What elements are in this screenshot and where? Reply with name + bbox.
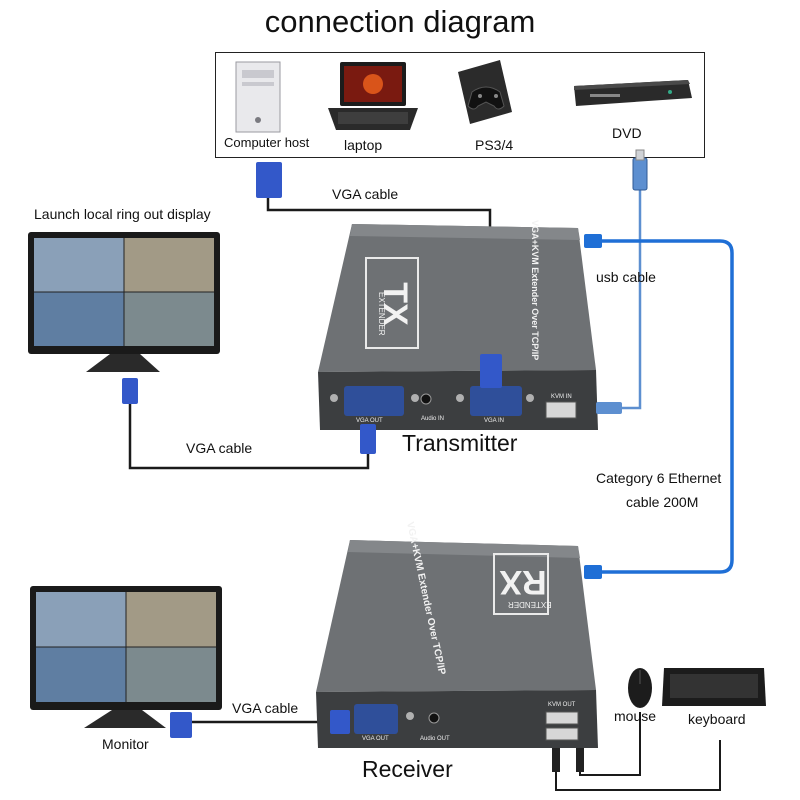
label-usb-cable: usb cable (596, 269, 656, 285)
keyboard-icon (662, 668, 766, 706)
computer-host-icon (235, 61, 281, 133)
usb-plug-icon (596, 402, 622, 414)
gamepad-icon (458, 60, 512, 124)
mouse-icon (628, 668, 652, 708)
receiver-monitor-icon (30, 586, 222, 728)
usb-plug-icon (632, 157, 648, 191)
vga-connector-icon (480, 354, 502, 388)
label-dvd: DVD (612, 125, 642, 141)
rx-port-audio-out: Audio OUT (420, 736, 450, 742)
laptop-icon (328, 62, 418, 130)
rx-port-vga-out: VGA OUT (362, 736, 389, 742)
page-title: connection diagram (264, 4, 536, 39)
vga-connector-icon (170, 712, 192, 738)
dvd-player-icon (574, 80, 692, 106)
label-vga-cable-receiver: VGA cable (232, 700, 299, 716)
label-laptop: laptop (344, 137, 383, 153)
source-devices-frame (215, 52, 705, 158)
label-mouse: mouse (614, 708, 657, 724)
ethernet-cable (600, 239, 734, 574)
usb-cable-keyboard (555, 740, 721, 791)
usb-plug-icon (576, 748, 584, 772)
label-transmitter: Transmitter (402, 430, 518, 456)
tx-port-vga-out: VGA OUT (356, 418, 383, 424)
tx-port-vga-in: VGA IN (484, 418, 505, 424)
tx-side-text: VGA+KVM Extender Over TCP/IP (530, 220, 540, 361)
usb-cable-mouse (579, 712, 641, 776)
label-computer-host: Computer host (224, 135, 310, 150)
rx-badge-sub: EXTENDER (508, 600, 552, 609)
label-ethernet-line1: Category 6 Ethernet (596, 470, 722, 486)
transmitter-device (318, 224, 598, 430)
rx-port-kvm-out: KVM OUT (548, 702, 576, 708)
receiver-device (316, 540, 598, 748)
rj45-plug-icon (584, 234, 602, 248)
vga-connector-icon (256, 162, 282, 198)
label-vga-cable-top: VGA cable (332, 186, 399, 202)
tx-badge-sub: EXTENDER (377, 292, 386, 336)
label-vga-cable-local: VGA cable (186, 440, 253, 456)
local-monitor-icon (28, 232, 220, 372)
label-ethernet-line2: cable 200M (626, 494, 699, 510)
label-receiver: Receiver (362, 756, 453, 782)
label-keyboard: keyboard (688, 711, 746, 727)
vga-connector-icon (330, 710, 350, 734)
vga-connector-icon (122, 378, 138, 404)
label-ps: PS3/4 (475, 137, 514, 153)
usb-cable-dvd-to-tx (596, 190, 642, 410)
vga-connector-icon (360, 424, 376, 454)
tx-port-audio-in: Audio IN (421, 416, 445, 422)
rx-badge: RX (499, 563, 547, 601)
label-monitor: Monitor (102, 736, 149, 752)
usb-plug-icon (552, 748, 560, 772)
rj45-plug-icon (584, 565, 602, 579)
label-local-display: Launch local ring out display (34, 206, 211, 222)
tx-port-kvm-in: KVM IN (551, 394, 572, 400)
